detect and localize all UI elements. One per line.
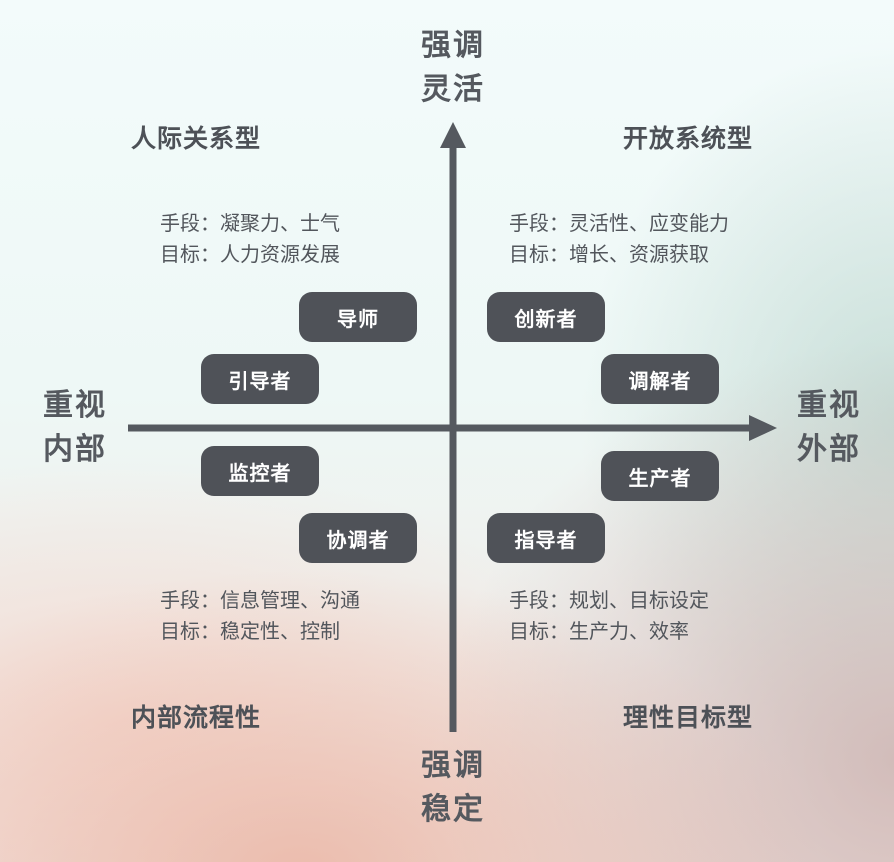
role-pill-monitor: 监控者: [201, 446, 319, 496]
quadrant-means-rational-goal: 手段：规划、目标设定: [509, 588, 709, 612]
quadrant-title-internal-process: 内部流程性: [131, 703, 262, 732]
quadrant-title-rational-goal: 理性目标型: [623, 703, 754, 732]
quadrant-title-human-relations: 人际关系型: [131, 124, 262, 153]
role-pill-facilitator: 引导者: [201, 354, 319, 404]
quadrant-means-open-systems: 手段：灵活性、应变能力: [509, 211, 729, 235]
axis-label-top: 强调 灵活: [421, 28, 485, 107]
role-pill-broker: 调解者: [601, 354, 719, 404]
quadrant-goal-human-relations: 目标：人力资源发展: [160, 242, 340, 266]
role-pill-mentor: 导师: [299, 292, 417, 342]
role-pill-coordinator: 协调者: [299, 513, 417, 563]
quadrant-goal-rational-goal: 目标：生产力、效率: [509, 619, 689, 643]
quadrant-goal-open-systems: 目标：增长、资源获取: [509, 242, 709, 266]
axis-label-left: 重视 内部: [43, 388, 107, 467]
quadrant-title-open-systems: 开放系统型: [623, 124, 754, 153]
role-pill-producer: 生产者: [601, 451, 719, 501]
role-pill-innovator: 创新者: [487, 292, 605, 342]
vertical-axis-arrowhead: [440, 122, 466, 148]
axis-label-bottom: 强调 稳定: [421, 748, 485, 827]
quadrant-means-internal-process: 手段：信息管理、沟通: [160, 588, 360, 612]
quadrant-goal-internal-process: 目标：稳定性、控制: [160, 619, 340, 643]
axis-label-right: 重视 外部: [797, 388, 861, 467]
quadrant-means-human-relations: 手段：凝聚力、士气: [160, 211, 340, 235]
horizontal-axis-arrowhead: [749, 415, 777, 441]
role-pill-director: 指导者: [487, 513, 605, 563]
